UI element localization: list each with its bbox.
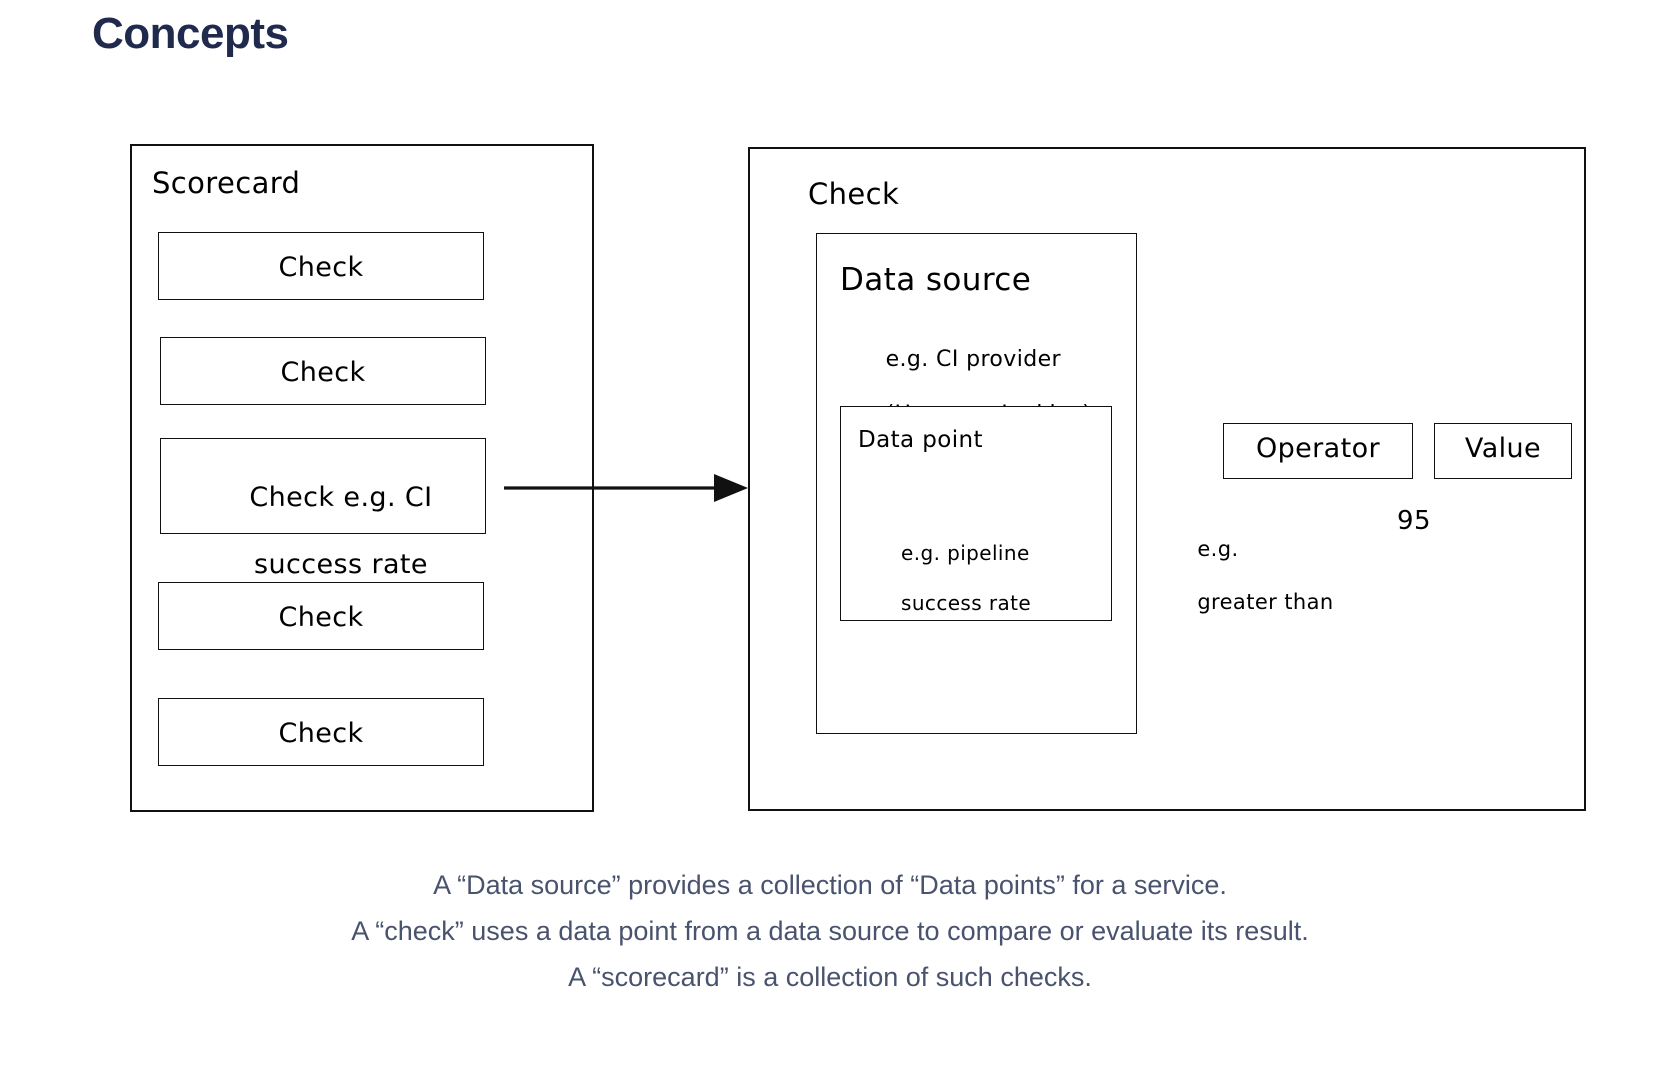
data-point-example-line1: e.g. pipeline: [901, 541, 1030, 565]
operator-example: e.g. greater than: [1169, 510, 1334, 641]
caption-line-1: A “Data source” provides a collection of…: [433, 870, 1227, 900]
operator-container: [1223, 423, 1413, 479]
operator-example-line2: greater than: [1197, 589, 1334, 614]
caption-line-2: A “check” uses a data point from a data …: [351, 916, 1309, 946]
page-title: Concepts: [92, 9, 289, 58]
scorecard-check-label-3-line2: success rate: [254, 549, 428, 581]
operator-label: Operator: [1255, 433, 1381, 464]
scorecard-check-label-2: Check: [280, 357, 366, 388]
scorecard-check-box-1[interactable]: [158, 232, 484, 300]
value-container: [1434, 423, 1572, 479]
scorecard-check-label-3: Check e.g. CI success rate: [213, 447, 432, 616]
check-detail-label: Check: [808, 177, 900, 211]
scorecard-check-label-4: Check: [278, 602, 364, 633]
data-point-label: Data point: [858, 427, 983, 453]
scorecard-check-label-3-line1: Check e.g. CI: [249, 481, 433, 513]
data-source-label: Data source: [840, 262, 1032, 298]
scorecard-check-box-3[interactable]: [160, 438, 486, 534]
scorecard-check-box-2[interactable]: [160, 337, 486, 405]
scorecard-label: Scorecard: [152, 166, 301, 200]
caption-block: A “Data source” provides a collection of…: [0, 862, 1660, 1000]
operator-example-line1: e.g.: [1197, 537, 1239, 562]
data-source-example-line1: e.g. CI provider: [885, 346, 1061, 372]
data-point-container: [840, 406, 1112, 621]
scorecard-check-box-5[interactable]: [158, 698, 484, 766]
data-point-example: e.g. pipeline success rate: [874, 516, 1031, 641]
data-point-example-line2: success rate: [901, 591, 1032, 615]
value-example: 95: [1397, 506, 1431, 536]
caption-line-3: A “scorecard” is a collection of such ch…: [568, 962, 1092, 992]
arrow-right-icon: [500, 468, 760, 508]
value-label: Value: [1464, 433, 1542, 464]
scorecard-check-box-4[interactable]: [158, 582, 484, 650]
scorecard-check-label-1: Check: [278, 252, 364, 283]
scorecard-check-label-5: Check: [278, 718, 364, 749]
